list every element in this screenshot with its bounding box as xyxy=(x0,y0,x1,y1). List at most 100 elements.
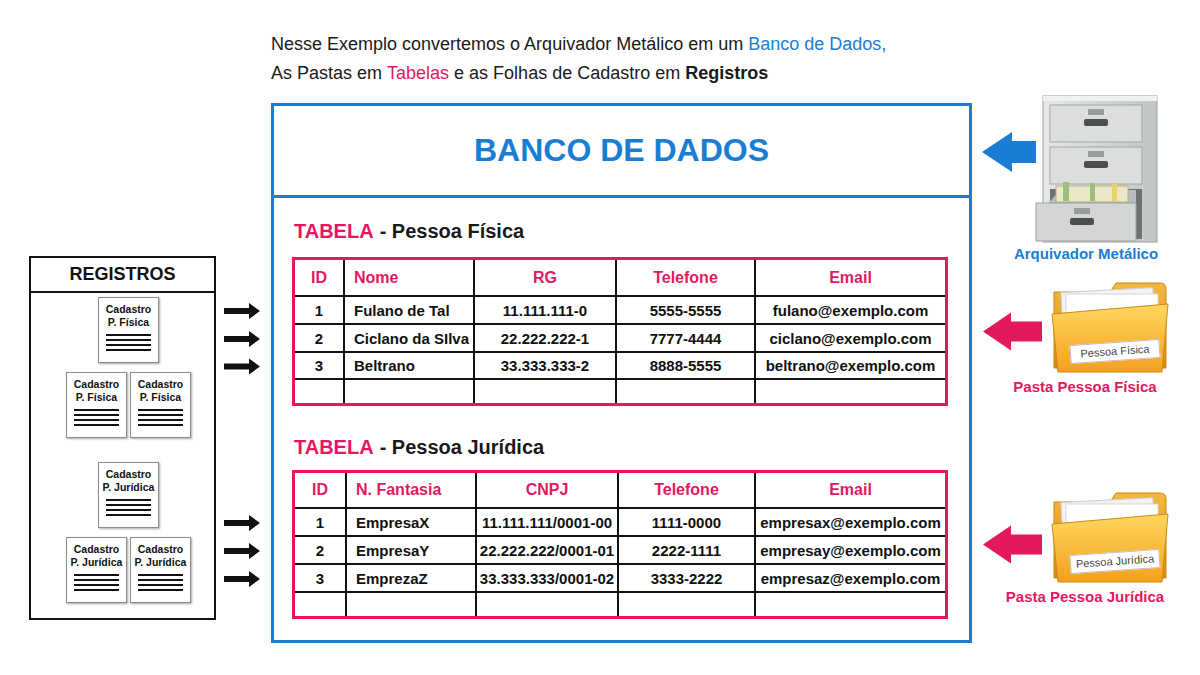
column-header: Email xyxy=(829,481,872,499)
icon-caption: Arquivador Metálico xyxy=(1014,245,1158,262)
table-cell: 8888-5555 xyxy=(617,353,756,380)
intro-block: Nesse Exemplo convertemos o Arquivador M… xyxy=(271,30,1051,88)
arrow-connector xyxy=(224,359,260,375)
column-header: N. Fantasia xyxy=(356,481,441,499)
table-cell: 2 xyxy=(295,325,345,353)
folder-icon xyxy=(1052,283,1168,372)
records-title: REGISTROS xyxy=(69,264,175,285)
table-heading: TABELA xyxy=(294,220,374,242)
table-value: 1111-0000 xyxy=(652,514,721,531)
cabinet-drawer xyxy=(1050,105,1142,142)
table-value: EmprezaZ xyxy=(356,570,428,587)
table-value: 11.111.111/0001-00 xyxy=(482,514,612,531)
table-cell: Nome xyxy=(345,260,475,297)
table-cell: 11.111.111/0001-00 xyxy=(477,509,619,537)
table-cell: 5555-5555 xyxy=(617,297,756,325)
intro-text: Banco de Dados, xyxy=(748,30,886,59)
table-cell xyxy=(756,380,945,403)
table-cell: EmprezaZ xyxy=(347,565,477,593)
sheet-label: Cadastro P. Física xyxy=(101,303,156,329)
table-cell: 2222-1111 xyxy=(619,537,756,565)
intro-text: Nesse Exemplo convertemos o Arquivador M… xyxy=(271,30,743,59)
table-cell: 11.111.111-0 xyxy=(475,297,617,325)
folder-node: Pessoa JurídicaPasta Pessoa Jurídica xyxy=(995,486,1175,610)
label-holder xyxy=(1088,109,1104,115)
intro-text: Registros xyxy=(685,59,768,88)
folder-front xyxy=(1052,304,1168,372)
caption-holder: Pasta Pessoa Jurídica xyxy=(995,588,1175,606)
cabinet-drawer xyxy=(1050,147,1142,184)
table-cell: 1111-0000 xyxy=(619,509,756,537)
sheet-label: Cadastro P. Jurídica xyxy=(69,543,124,569)
record-sheet: Cadastro P. Física xyxy=(66,372,127,438)
table-heading: - Pessoa Física xyxy=(380,220,525,242)
record-sheet: Cadastro P. Jurídica xyxy=(66,537,127,603)
table-heading: - Pessoa Jurídica xyxy=(380,436,545,458)
table-cell: 3 xyxy=(295,565,347,593)
table-value: Beltrano xyxy=(354,357,415,374)
table-cell xyxy=(619,593,756,616)
table-value: Ciclano da SIlva xyxy=(354,330,469,347)
tag-holder: Pessoa Física xyxy=(1070,342,1160,361)
folder-node: Pessoa FísicaPasta Pessoa Física xyxy=(995,276,1175,400)
table-cell xyxy=(477,593,619,616)
table-cell: 1 xyxy=(295,509,347,537)
icon-caption: Pasta Pessoa Jurídica xyxy=(1006,588,1164,605)
tag-holder: Pessoa Jurídica xyxy=(1070,552,1160,571)
table-value: 2 xyxy=(316,542,324,559)
table-value: beltrano@exemplo.com xyxy=(766,357,936,374)
table-value: empresax@exemplo.com xyxy=(760,514,941,531)
caption-holder: Arquivador Metálico xyxy=(998,245,1174,263)
file-tab xyxy=(1090,183,1095,201)
arrow-connector xyxy=(224,331,260,347)
table-cell: 33.333.333/0001-02 xyxy=(477,565,619,593)
column-header: RG xyxy=(533,269,557,287)
table-value: EmpresaY xyxy=(356,542,429,559)
sheet-lines xyxy=(74,574,119,592)
column-header: Telefone xyxy=(653,269,718,287)
table-cell xyxy=(347,593,477,616)
table-value: 1 xyxy=(315,302,323,319)
table-cell: 2 xyxy=(295,537,347,565)
table-cell: EmpresaY xyxy=(347,537,477,565)
sheet-lines xyxy=(106,334,151,352)
records-header: REGISTROS xyxy=(31,258,214,293)
record-sheet: Cadastro P. Jurídica xyxy=(130,537,191,603)
table-cell: EmpresaX xyxy=(347,509,477,537)
file-tab xyxy=(1112,184,1117,201)
folder-tag: Pessoa Jurídica xyxy=(1069,549,1160,574)
cabinet-top xyxy=(1043,96,1157,101)
table-cell: N. Fantasia xyxy=(347,473,477,509)
table-cell: Email xyxy=(756,260,945,297)
sheet-lines xyxy=(74,409,119,427)
table-cell: ciclano@exemplo.com xyxy=(756,325,945,353)
sheet-label: Cadastro P. Jurídica xyxy=(101,468,156,494)
caption-holder: Pasta Pessoa Física xyxy=(995,378,1175,396)
table-grid: IDNomeRGTelefoneEmail1Fulano de Tal11.11… xyxy=(292,257,948,406)
file-tab xyxy=(1063,182,1069,201)
table-heading-row: TABELA- Pessoa Jurídica xyxy=(292,434,948,460)
table-cell: Ciclano da SIlva xyxy=(345,325,475,353)
sheet-lines xyxy=(138,409,183,427)
table-cell xyxy=(475,380,617,403)
intro-text: As Pastas em xyxy=(271,59,382,88)
sheet-label: Cadastro P. Física xyxy=(133,378,188,404)
table-value: 22.222.222/0001-01 xyxy=(480,542,614,559)
table-value: 2222-1111 xyxy=(652,542,721,559)
table-cell: CNPJ xyxy=(477,473,619,509)
filing-cabinet xyxy=(1036,96,1157,242)
table-value: 2 xyxy=(315,330,323,347)
table-cell: fulano@exemplo.com xyxy=(756,297,945,325)
folder-icon xyxy=(1052,493,1168,582)
table-cell: 22.222.222/0001-01 xyxy=(477,537,619,565)
arrow-connector xyxy=(224,515,260,531)
table-cell: 7777-4444 xyxy=(617,325,756,353)
label-holder xyxy=(1088,151,1104,157)
table-cell: 3 xyxy=(295,353,345,380)
arrow-connector xyxy=(224,543,260,559)
sheet-lines xyxy=(106,499,151,517)
table-value: EmpresaX xyxy=(356,514,429,531)
sheet-lines xyxy=(138,574,183,592)
record-sheet: Cadastro P. Física xyxy=(130,372,191,438)
table-cell: 3333-2222 xyxy=(619,565,756,593)
